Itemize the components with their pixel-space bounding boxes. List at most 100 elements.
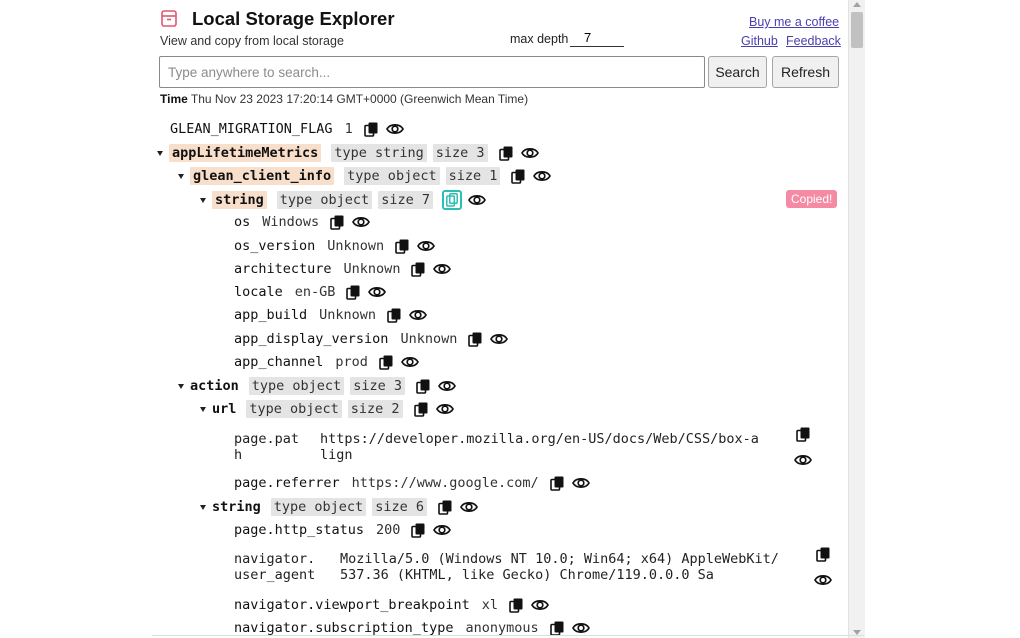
feedback-link[interactable]: Feedback xyxy=(786,34,841,48)
max-depth-input[interactable] xyxy=(570,29,624,47)
timestamp: Time Thu Nov 23 2023 17:20:14 GMT+0000 (… xyxy=(160,92,528,106)
tree-value: anonymous xyxy=(465,620,539,636)
eye-icon[interactable] xyxy=(490,330,509,348)
type-badge: type string xyxy=(331,144,427,162)
chevron-down-icon[interactable] xyxy=(178,173,184,179)
copy-icon[interactable] xyxy=(814,545,832,563)
tree-key: appLifetimeMetrics xyxy=(169,144,322,162)
tree-row-architecture: architecture Unknown xyxy=(234,260,452,278)
copy-icon[interactable] xyxy=(441,190,462,210)
eye-icon[interactable] xyxy=(435,400,454,418)
copy-icon[interactable] xyxy=(409,521,427,539)
eye-icon[interactable] xyxy=(460,498,478,516)
size-badge: size 7 xyxy=(378,191,433,209)
buy-coffee-link[interactable]: Buy me a coffee xyxy=(749,15,840,29)
tree-key: os xyxy=(234,214,251,230)
search-button[interactable]: Search xyxy=(708,56,767,88)
eye-icon[interactable] xyxy=(417,237,436,255)
chevron-down-icon[interactable] xyxy=(157,150,163,156)
chevron-down-icon[interactable] xyxy=(200,406,206,412)
copy-icon[interactable] xyxy=(385,306,403,324)
tree-row-user-agent: navigator.user_agent xyxy=(234,551,315,583)
tree-row-action[interactable]: action type object size 3 xyxy=(178,377,456,395)
eye-icon[interactable] xyxy=(433,521,452,539)
tree-value: Unknown xyxy=(343,261,401,277)
tree-row-page-referrer: page.referrer https://www.google.com/ xyxy=(234,474,590,492)
chevron-down-icon[interactable] xyxy=(200,504,206,510)
page-path-actions xyxy=(794,425,812,469)
copy-icon[interactable] xyxy=(409,260,427,278)
tree-row-http-status: page.http_status 200 xyxy=(234,521,452,539)
tree-row-url[interactable]: url type object size 2 xyxy=(200,400,454,418)
eye-icon[interactable] xyxy=(531,596,549,614)
type-badge: type object xyxy=(246,400,342,418)
copy-icon[interactable] xyxy=(412,400,430,418)
eye-icon[interactable] xyxy=(814,571,832,589)
search-input[interactable] xyxy=(159,56,705,88)
eye-icon[interactable] xyxy=(438,377,456,395)
copy-icon[interactable] xyxy=(436,498,454,516)
copy-icon[interactable] xyxy=(548,474,566,492)
eye-icon[interactable] xyxy=(433,260,452,278)
tree-key: navigator.subscription_type xyxy=(234,620,454,636)
size-badge: size 3 xyxy=(350,377,405,395)
eye-icon[interactable] xyxy=(520,144,539,162)
tree-value: Unknown xyxy=(319,307,377,323)
eye-icon[interactable] xyxy=(385,120,404,138)
vertical-scrollbar[interactable] xyxy=(848,0,865,638)
size-badge: size 2 xyxy=(347,400,403,418)
copied-badge: Copied! xyxy=(786,190,838,208)
eye-icon[interactable] xyxy=(571,474,590,492)
tree-key: glean_client_info xyxy=(190,167,335,185)
eye-icon[interactable] xyxy=(352,213,371,231)
time-value: Thu Nov 23 2023 17:20:14 GMT+0000 (Green… xyxy=(190,92,529,106)
eye-icon[interactable] xyxy=(468,191,486,209)
tree-key: page.referrer xyxy=(234,475,340,491)
scroll-down-arrow-icon[interactable] xyxy=(853,630,861,635)
copy-icon[interactable] xyxy=(362,120,380,138)
type-badge: type object xyxy=(248,377,345,395)
extension-panel: Local Storage Explorer View and copy fro… xyxy=(152,0,848,638)
copy-icon[interactable] xyxy=(509,167,527,185)
tree-value: Unknown xyxy=(327,238,385,254)
tree-key: navigator.viewport_breakpoint xyxy=(234,597,470,613)
bottom-divider xyxy=(152,635,864,636)
copy-icon[interactable] xyxy=(794,425,812,443)
tree-row-app-lifetime-metrics[interactable]: appLifetimeMetrics type string size 3 xyxy=(157,144,539,162)
scroll-up-arrow-icon[interactable] xyxy=(853,2,861,7)
tree-row-subscription-type: navigator.subscription_type anonymous xyxy=(234,619,590,637)
copy-icon[interactable] xyxy=(393,237,411,255)
eye-icon[interactable] xyxy=(368,283,387,301)
eye-icon[interactable] xyxy=(409,306,427,324)
copy-icon[interactable] xyxy=(414,377,432,395)
tree-row-locale: locale en-GB xyxy=(234,283,387,301)
tree-key: app_build xyxy=(234,307,308,323)
eye-icon[interactable] xyxy=(533,167,552,185)
eye-icon[interactable] xyxy=(794,451,812,469)
size-badge: size 6 xyxy=(372,498,427,516)
size-badge: size 1 xyxy=(445,167,501,185)
type-badge: type object xyxy=(270,498,367,516)
copy-icon[interactable] xyxy=(377,353,395,371)
eye-icon[interactable] xyxy=(401,353,419,371)
tree-row-string[interactable]: string type object size 7 xyxy=(200,190,486,210)
scrollbar-thumb[interactable] xyxy=(851,12,863,48)
github-link[interactable]: Github xyxy=(741,34,778,48)
copy-icon[interactable] xyxy=(466,330,484,348)
tree-row-glean-client-info[interactable]: glean_client_info type object size 1 xyxy=(178,167,552,185)
tree-value: Unknown xyxy=(400,331,458,347)
copy-icon[interactable] xyxy=(344,283,362,301)
tree-value: 1 xyxy=(344,121,353,137)
max-depth-label: max depth xyxy=(510,32,569,46)
copy-icon[interactable] xyxy=(328,213,346,231)
tree-key: os_version xyxy=(234,238,316,254)
tree-value: 200 xyxy=(376,522,401,538)
chevron-down-icon[interactable] xyxy=(178,383,184,389)
refresh-button[interactable]: Refresh xyxy=(772,56,839,88)
copy-icon[interactable] xyxy=(497,144,515,162)
tree-key: page.http_status xyxy=(234,522,365,538)
tree-row-string-2[interactable]: string type object size 6 xyxy=(200,498,478,516)
chevron-down-icon[interactable] xyxy=(200,197,206,203)
copy-icon[interactable] xyxy=(507,596,525,614)
